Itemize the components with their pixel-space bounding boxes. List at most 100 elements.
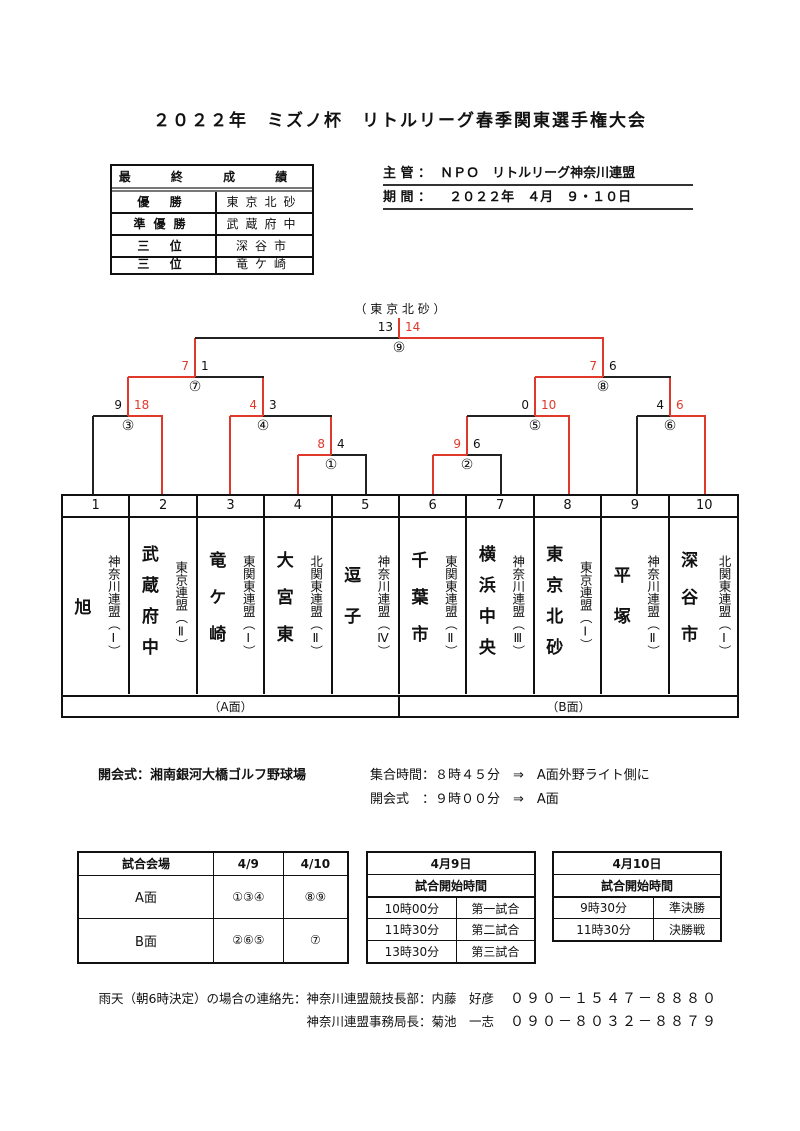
team-name: 大宮東	[272, 551, 293, 662]
champion-label: （ 東 京 北 砂 ）	[354, 302, 446, 316]
team-number: 5	[332, 496, 398, 518]
team-column: 9 平塚 神奈川連盟（Ⅱ）	[602, 496, 670, 694]
bracket-line	[195, 376, 264, 378]
start-time: 10時00分	[366, 896, 457, 920]
contact-phone: ０９０－８０３２－８８７９	[510, 1014, 718, 1030]
results-row: 三 位 竜ケ崎	[112, 254, 312, 274]
winner-bracket-line	[193, 338, 197, 377]
page-title: ２０２２年 ミズノ杯 リトルリーグ春季関東選手権大会	[153, 111, 647, 131]
schedule-subtitle: 試合開始時間	[366, 873, 536, 898]
game-name: 決勝戦	[653, 918, 722, 942]
bracket-line	[500, 455, 502, 494]
score-right: 10	[541, 398, 557, 412]
rank-team: 深谷市	[235, 239, 293, 253]
results-row: 三 位 深谷市	[112, 236, 312, 258]
rank-label: 三 位	[112, 254, 217, 274]
game-name: 第二試合	[455, 918, 536, 942]
winner-bracket-line	[533, 377, 537, 416]
bracket-line	[636, 416, 638, 494]
winner-bracket-line	[397, 318, 401, 338]
contact-label: 雨天（朝6時決定）の場合の連絡先：神奈川連盟競技長部：内藤 好彦	[98, 991, 494, 1006]
team-name: 横浜中央	[474, 544, 495, 669]
score-left: 9	[114, 398, 122, 412]
venue-name: A面	[77, 874, 214, 919]
winner-bracket-line	[296, 455, 300, 494]
bracket-line	[92, 416, 94, 494]
organizer-value: ＮＰＯ リトルリーグ神奈川連盟	[440, 166, 636, 181]
team-column: 4 大宮東 北関東連盟（Ⅱ）	[265, 496, 333, 694]
winner-bracket-line	[535, 414, 571, 418]
score-left: 7	[589, 359, 597, 373]
rank-team: 武蔵府中	[226, 217, 303, 231]
score-left: 13	[377, 320, 393, 334]
winner-bracket-line	[230, 414, 265, 418]
team-league: 東関東連盟（Ⅰ）	[240, 554, 256, 658]
score-left: 8	[317, 437, 325, 451]
game-name: 第一試合	[455, 896, 536, 920]
team-column: 2 武蔵府中 東京連盟（Ⅱ）	[130, 496, 198, 694]
score-right: 1	[201, 359, 209, 373]
day1-schedule-table: 4月9日 試合開始時間 10時00分第一試合 11時30分第二試合 13時30分…	[366, 851, 536, 964]
results-header-text: 最 終 成 績	[118, 169, 306, 184]
winner-bracket-line	[160, 416, 164, 494]
winner-bracket-line	[601, 338, 605, 377]
match-number: ②	[460, 457, 474, 473]
match-number: ⑧	[596, 379, 610, 395]
bracket-line	[637, 415, 671, 417]
match-number: ①	[324, 457, 338, 473]
score-right: 6	[473, 437, 481, 451]
team-number: 3	[197, 496, 264, 518]
date-header: 4/10	[282, 851, 349, 876]
schedule-subtitle: 試合開始時間	[552, 873, 722, 898]
team-name: 逗子	[340, 565, 361, 648]
team-number: 10	[669, 496, 739, 518]
winner-bracket-line	[535, 375, 605, 379]
period-label: 期 間 ：	[383, 190, 432, 205]
start-time: 11時30分	[366, 918, 457, 942]
match-number: ③	[121, 418, 135, 434]
score-right: 3	[269, 398, 277, 412]
field-a-label: （A面）	[63, 695, 400, 716]
match-number: ④	[256, 418, 270, 434]
results-row: 優 勝東京北砂	[112, 192, 312, 214]
score-right: 18	[134, 398, 150, 412]
score-right: 4	[337, 437, 345, 451]
rank-team: 竜ケ崎	[235, 257, 293, 271]
period-value: ２０２２年 ４月 ９・１０日	[449, 190, 632, 205]
team-name: 旭	[70, 598, 91, 615]
winner-bracket-line	[433, 453, 469, 457]
schedule-date: 4月9日	[366, 851, 536, 875]
team-league: 神奈川連盟（Ⅲ）	[510, 554, 526, 658]
team-name: 深谷市	[677, 551, 698, 662]
day2-schedule-table: 4月10日 試合開始時間 9時30分準決勝 11時30分決勝戦	[552, 851, 722, 942]
score-left: 4	[249, 398, 257, 412]
bracket-line	[467, 454, 502, 456]
score-left: 7	[181, 359, 189, 373]
start-time: 11時30分	[552, 918, 655, 942]
opening-venue: 開会式：湘南銀河大橋ゴルフ野球場	[98, 768, 307, 783]
results-row: 準優勝武蔵府中	[112, 214, 312, 236]
winner-bracket-line	[399, 336, 605, 340]
winner-bracket-line	[465, 416, 469, 455]
match-number: ⑤	[528, 418, 542, 434]
field-b-label: （B面）	[400, 695, 737, 716]
winner-bracket-line	[329, 416, 333, 455]
bracket-line	[331, 454, 367, 456]
rank-label: 三 位	[112, 236, 217, 256]
date-header: 4/9	[213, 851, 284, 876]
bracket-line	[263, 415, 332, 417]
match-number: ⑨	[392, 340, 406, 356]
team-name: 千葉市	[407, 551, 428, 662]
venue-matches: ①③④	[213, 874, 284, 919]
bracket-line	[467, 415, 536, 417]
team-number: 7	[467, 496, 533, 518]
venue-name: B面	[77, 917, 214, 964]
team-number: 9	[602, 496, 668, 518]
venue-matches: ⑧⑨	[282, 874, 349, 919]
final-results-table: 最 終 成 績 優 勝東京北砂 準優勝武蔵府中 三 位深谷市 三 位竜ケ崎	[110, 164, 314, 275]
team-name: 竜ケ崎	[205, 551, 226, 662]
start-time: 9時30分	[552, 895, 655, 920]
